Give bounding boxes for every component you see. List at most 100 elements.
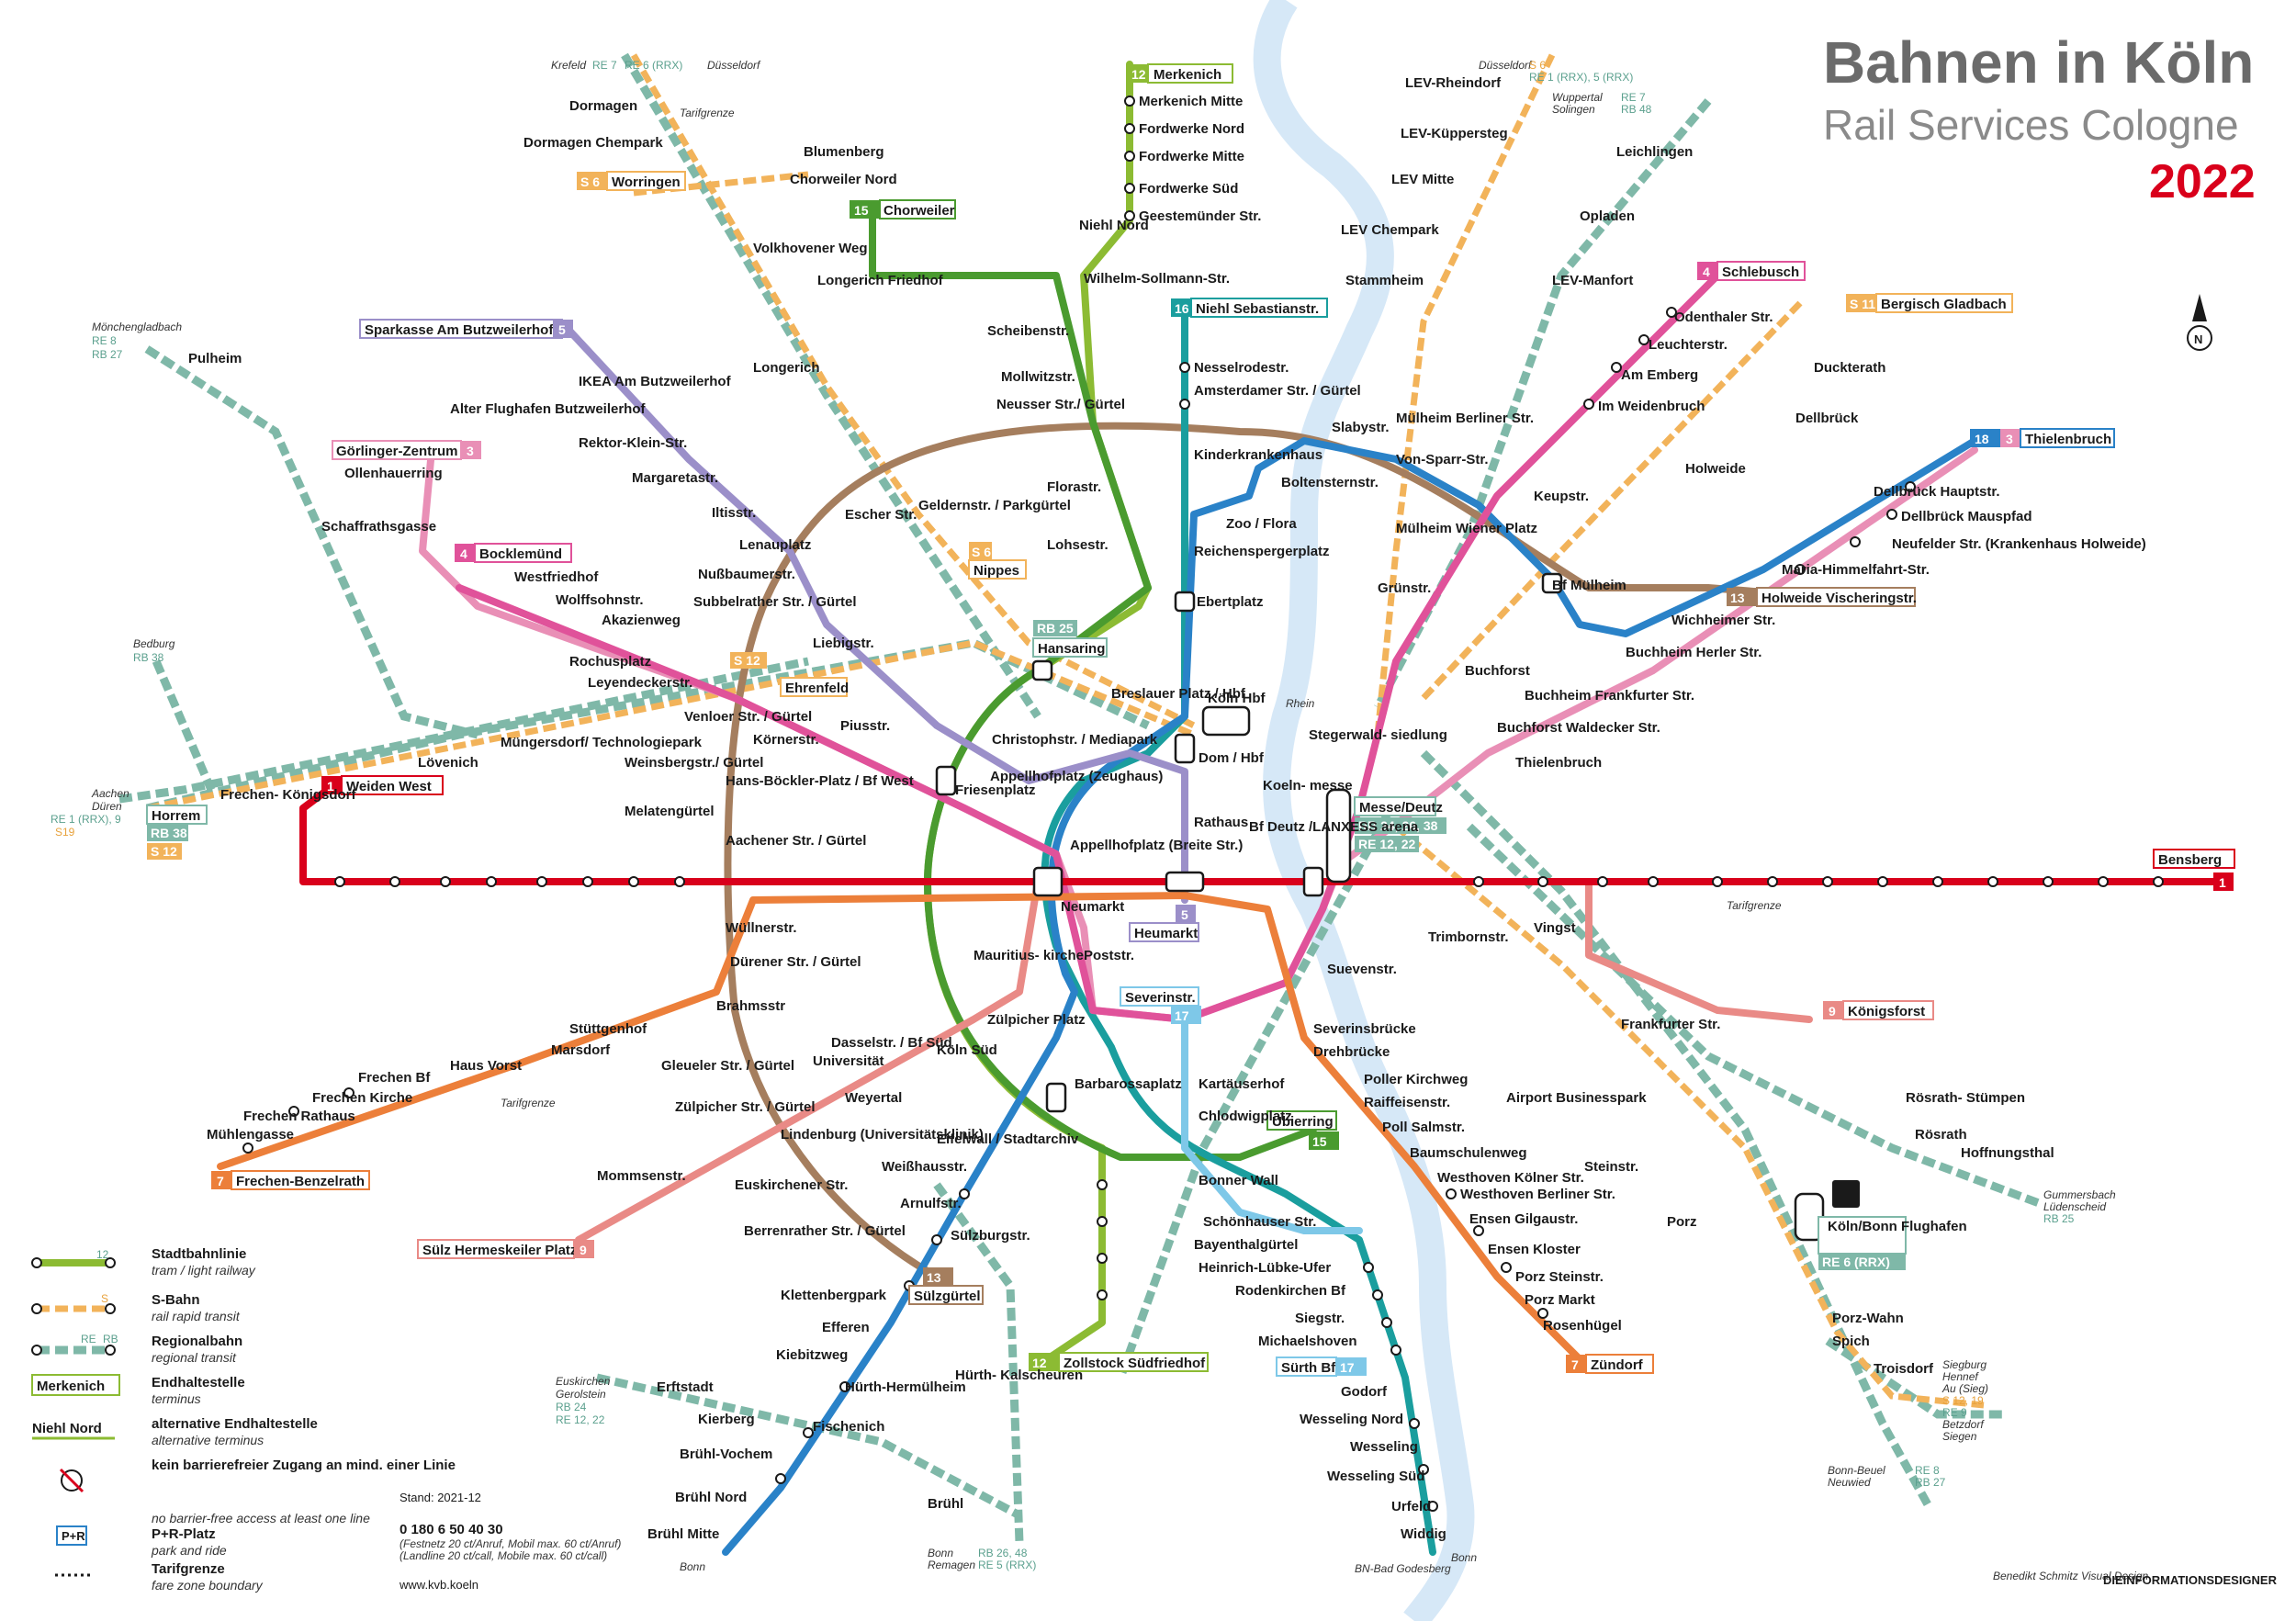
- terminus-bensberg: Bensberg: [2158, 852, 2222, 868]
- terminus-suerth: Sürth Bf: [1281, 1360, 1336, 1376]
- svg-text:Mommsenstr.: Mommsenstr.: [597, 1168, 686, 1184]
- footer: Stand: 2021-12 0 180 6 50 40 30 (Festnet…: [399, 1491, 2278, 1592]
- svg-text:Geldernstr. / Parkgürtel: Geldernstr. / Parkgürtel: [918, 498, 1071, 513]
- svg-text:Porz Steinstr.: Porz Steinstr.: [1515, 1269, 1604, 1285]
- svg-text:RB 25: RB 25: [2043, 1212, 2075, 1225]
- svg-text:Zülpicher Str. / Gürtel: Zülpicher Str. / Gürtel: [675, 1099, 816, 1115]
- svg-text:RE 8: RE 8: [1915, 1464, 1940, 1477]
- svg-text:Rösrath- Stümpen: Rösrath- Stümpen: [1906, 1090, 2025, 1106]
- svg-text:Escher Str.: Escher Str.: [845, 507, 917, 523]
- svg-text:Porz: Porz: [1667, 1214, 1697, 1230]
- svg-text:1: 1: [2219, 875, 2226, 890]
- svg-text:RB 24, 26, 38: RB 24, 26, 38: [1358, 818, 1438, 833]
- river-rhine: [1253, 0, 1475, 1621]
- svg-text:RB 26, 48: RB 26, 48: [978, 1547, 1028, 1559]
- svg-text:Heinrich-Lübke-Ufer: Heinrich-Lübke-Ufer: [1199, 1260, 1331, 1276]
- terminus-schlebusch: Schlebusch: [1722, 265, 1799, 280]
- svg-text:RB 27: RB 27: [92, 348, 123, 361]
- svg-text:Holweide: Holweide: [1685, 461, 1746, 477]
- svg-text:Siegburg: Siegburg: [1942, 1358, 1986, 1371]
- svg-text:Dom / Hbf: Dom / Hbf: [1199, 750, 1265, 766]
- svg-text:Merkenich Mitte: Merkenich Mitte: [1139, 94, 1243, 109]
- svg-text:Buchheim Frankfurter Str.: Buchheim Frankfurter Str.: [1525, 688, 1694, 704]
- svg-text:Frechen Kirche: Frechen Kirche: [312, 1090, 412, 1106]
- svg-text:terminus: terminus: [152, 1391, 201, 1406]
- svg-text:Maria-Himmelfahrt-Str.: Maria-Himmelfahrt-Str.: [1782, 562, 1930, 578]
- svg-text:Appellhofplatz (Breite Str.): Appellhofplatz (Breite Str.): [1070, 838, 1243, 853]
- svg-text:Venloer Str. / Gürtel: Venloer Str. / Gürtel: [684, 709, 812, 725]
- svg-text:Drehbrücke: Drehbrücke: [1313, 1044, 1390, 1060]
- sbahn-lines: [146, 53, 1985, 1409]
- svg-text:Niehl Nord: Niehl Nord: [1079, 218, 1149, 233]
- svg-text:RB 24: RB 24: [556, 1401, 587, 1413]
- svg-text:Köln Hbf: Köln Hbf: [1208, 691, 1266, 706]
- svg-text:Gleueler Str. / Gürtel: Gleueler Str. / Gürtel: [661, 1058, 794, 1074]
- svg-text:Volkhovener Weg: Volkhovener Weg: [753, 241, 867, 256]
- svg-text:Zoo / Flora: Zoo / Flora: [1226, 516, 1297, 532]
- svg-text:Stand: 2021-12: Stand: 2021-12: [400, 1491, 481, 1504]
- svg-text:Haus Vorst: Haus Vorst: [450, 1058, 522, 1074]
- svg-text:RE 5 (RRX): RE 5 (RRX): [978, 1559, 1036, 1571]
- svg-text:P+R-Platz: P+R-Platz: [152, 1526, 216, 1542]
- svg-text:Neufelder Str. (Krankenhaus Ho: Neufelder Str. (Krankenhaus Holweide): [1892, 536, 2146, 552]
- terminus-severinstr: Severinstr.: [1125, 990, 1196, 1006]
- svg-text:Eifelwall / Stadtarchiv: Eifelwall / Stadtarchiv: [937, 1131, 1079, 1147]
- svg-text:Iltisstr.: Iltisstr.: [712, 505, 756, 521]
- svg-text:15: 15: [854, 203, 869, 218]
- svg-text:Gummersbach: Gummersbach: [2043, 1188, 2116, 1201]
- svg-text:Alter Flughafen Butzweilerhof: Alter Flughafen Butzweilerhof: [450, 401, 647, 417]
- svg-text:Rösrath: Rösrath: [1915, 1127, 1967, 1143]
- svg-text:Neusser Str./ Gürtel: Neusser Str./ Gürtel: [996, 397, 1125, 412]
- svg-text:RE 7: RE 7: [1621, 91, 1646, 104]
- svg-text:Fordwerke Süd: Fordwerke Süd: [1139, 181, 1238, 197]
- map-subtitle: Rail Services Cologne: [1823, 101, 2239, 149]
- svg-text:Leuchterstr.: Leuchterstr.: [1649, 337, 1728, 353]
- svg-text:kein barrierefreier Zugang an: kein barrierefreier Zugang an mind. eine…: [152, 1458, 456, 1473]
- svg-text:Dürener Str. / Gürtel: Dürener Str. / Gürtel: [730, 954, 861, 970]
- terminus-bocklemuend: Bocklemünd: [479, 546, 562, 562]
- line-18-path: [722, 437, 1978, 1556]
- terminus-horrem: Horrem: [152, 808, 200, 824]
- svg-text:LEV Mitte: LEV Mitte: [1391, 172, 1454, 187]
- svg-text:Poll Salmstr.: Poll Salmstr.: [1382, 1120, 1465, 1135]
- svg-text:12: 12: [1032, 1356, 1047, 1370]
- svg-text:Troisdorf: Troisdorf: [1874, 1361, 1934, 1377]
- svg-text:(Landline 20 ct/call, Mobile m: (Landline 20 ct/call, Mobile max. 60 ct/…: [400, 1549, 607, 1562]
- svg-text:Erftstadt: Erftstadt: [657, 1379, 714, 1395]
- svg-text:S 6: S 6: [580, 174, 600, 189]
- svg-text:Bonn: Bonn: [1451, 1551, 1477, 1564]
- svg-text:Urfeld: Urfeld: [1391, 1499, 1431, 1514]
- svg-text:Breslauer Platz / Hbf: Breslauer Platz / Hbf: [1111, 686, 1246, 702]
- terminus-bergisch: Bergisch Gladbach: [1881, 297, 2007, 312]
- svg-text:Amsterdamer Str. / Gürtel: Amsterdamer Str. / Gürtel: [1194, 383, 1361, 399]
- svg-text:Pulheim: Pulheim: [188, 351, 242, 366]
- svg-text:Akazienweg: Akazienweg: [602, 613, 681, 628]
- svg-text:Westfriedhof: Westfriedhof: [514, 569, 599, 585]
- svg-text:Grünstr.: Grünstr.: [1378, 580, 1431, 596]
- svg-text:Mauritius- kirche: Mauritius- kirche: [974, 948, 1084, 963]
- terminus-ubierring: Ubierring: [1272, 1114, 1334, 1130]
- terminus-zollstock: Zollstock Südfriedhof: [1064, 1356, 1206, 1371]
- terminus-messe-deutz: Messe/Deutz: [1359, 800, 1443, 816]
- svg-text:S 6: S 6: [972, 545, 991, 559]
- terminus-airport: Köln/Bonn Flughafen: [1828, 1219, 1967, 1234]
- svg-text:Brühl Nord: Brühl Nord: [675, 1490, 747, 1505]
- svg-text:S19: S19: [55, 826, 75, 839]
- svg-text:Poststr.: Poststr.: [1084, 948, 1134, 963]
- terminus-koenigsforst: Königsforst: [1848, 1004, 1925, 1019]
- line-17-path: [1181, 1016, 1363, 1234]
- svg-text:15: 15: [1312, 1134, 1327, 1149]
- svg-text:Longerich: Longerich: [753, 360, 820, 376]
- svg-text:Stammheim: Stammheim: [1345, 273, 1424, 288]
- svg-text:12: 12: [96, 1248, 109, 1261]
- svg-text:7: 7: [1571, 1357, 1579, 1372]
- station-markers: [242, 96, 2164, 1512]
- svg-text:Mülheim Berliner Str.: Mülheim Berliner Str.: [1396, 411, 1534, 426]
- svg-text:Leyendeckerstr.: Leyendeckerstr.: [588, 675, 692, 691]
- terminus-heumarkt: Heumarkt: [1134, 926, 1198, 941]
- svg-text:4: 4: [460, 546, 467, 561]
- svg-text:Fischenich: Fischenich: [813, 1419, 884, 1435]
- svg-text:Keupstr.: Keupstr.: [1534, 489, 1589, 504]
- svg-text:alternative terminus: alternative terminus: [152, 1433, 264, 1447]
